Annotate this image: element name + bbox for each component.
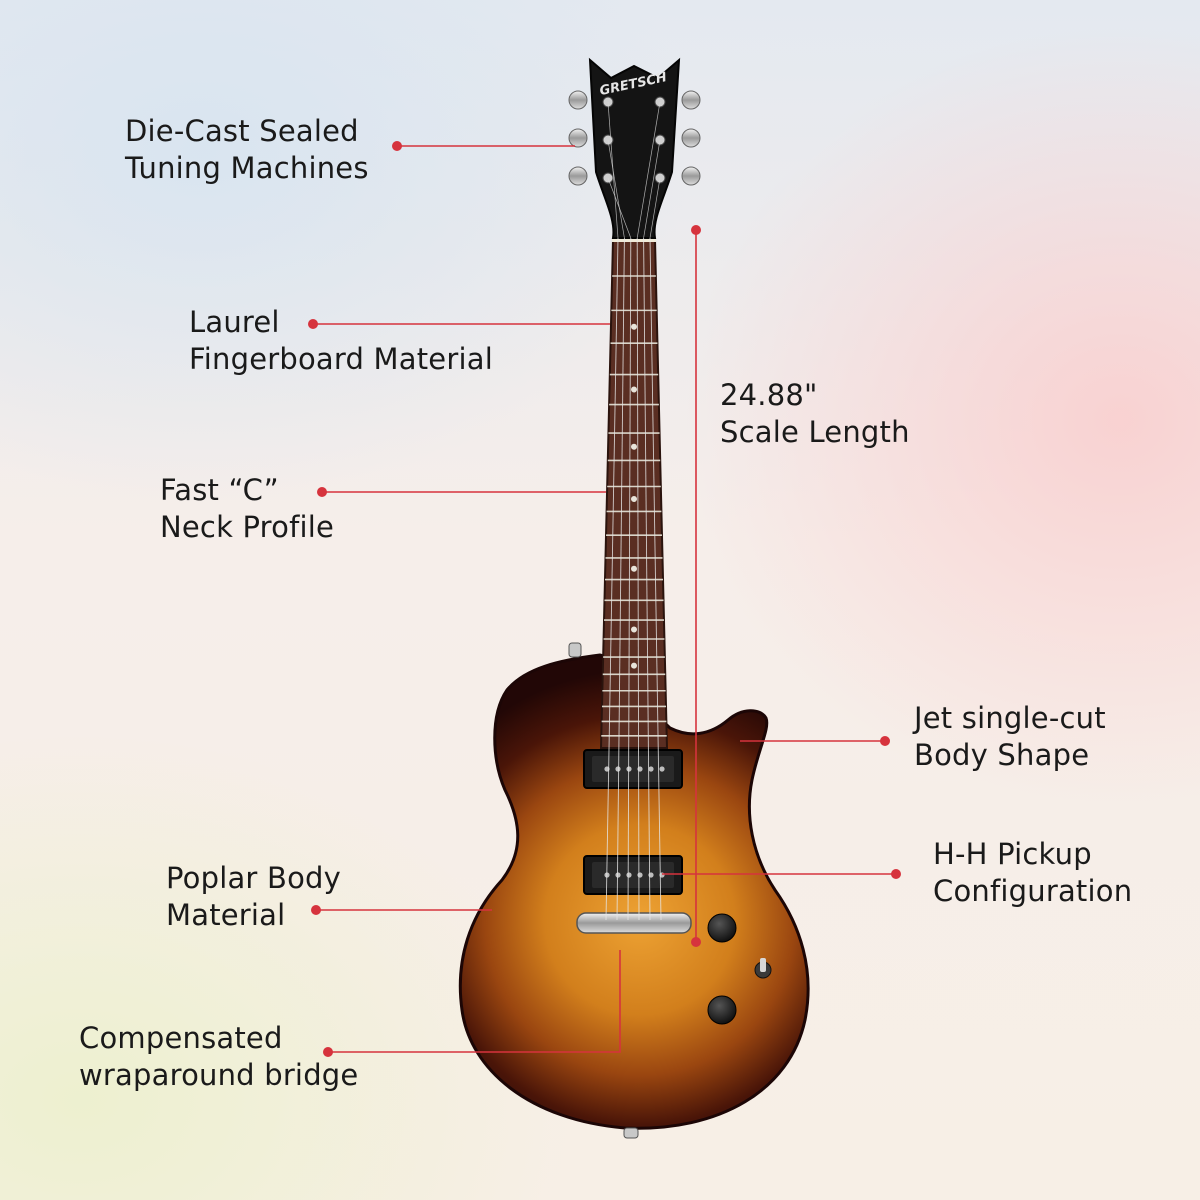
- tuner-button: [568, 166, 588, 186]
- tuner-button: [681, 166, 701, 186]
- string-headstock: [643, 139, 661, 239]
- callout-body-shape: Jet single-cut Body Shape: [914, 700, 1106, 774]
- callout-body-shape-line1: Jet single-cut: [914, 701, 1106, 735]
- fret-marker: [631, 443, 637, 450]
- pickup-selector-switch: [754, 958, 772, 979]
- string: [649, 237, 662, 921]
- callout-scale-line2: Scale Length: [720, 415, 910, 449]
- callout-pickups-line2: Configuration: [933, 874, 1133, 908]
- tuner-button: [568, 128, 588, 148]
- polepiece: [626, 872, 632, 878]
- string-headstock: [649, 177, 661, 239]
- leader-dot-scale-top: [691, 225, 701, 235]
- tuner-button: [681, 90, 701, 110]
- string: [616, 237, 625, 921]
- fret-marker: [631, 565, 637, 572]
- leader-bridge: [328, 950, 621, 1053]
- callout-leaders: [308, 141, 901, 1057]
- callout-bridge-line1: Compensated: [79, 1021, 283, 1055]
- strap-button-top: [568, 642, 582, 658]
- callout-scale-line1: 24.88": [720, 378, 818, 412]
- volume-knob: [707, 913, 737, 943]
- string: [643, 237, 651, 921]
- bridge-pickup: [583, 855, 683, 895]
- fret-marker: [631, 662, 637, 669]
- strings: [605, 101, 662, 921]
- callout-body-shape-line2: Body Shape: [914, 738, 1090, 772]
- callout-fingerboard: Laurel Fingerboard Material: [189, 304, 493, 378]
- leader-dot-bridge: [323, 1047, 333, 1057]
- string: [636, 237, 640, 921]
- callout-pickups: H-H Pickup Configuration: [933, 836, 1132, 910]
- string-headstock: [607, 139, 625, 239]
- callout-tuners-line2: Tuning Machines: [125, 151, 369, 185]
- fret-marker: [631, 495, 637, 502]
- fret-marker: [631, 626, 637, 633]
- callout-tuners-line1: Die-Cast Sealed: [125, 114, 359, 148]
- string-headstock: [636, 101, 661, 239]
- callout-bridge: Compensated wraparound bridge: [79, 1020, 358, 1094]
- leader-dot-scale-bottom: [691, 937, 701, 947]
- callout-body-material: Poplar Body Material: [166, 860, 341, 934]
- string: [605, 237, 619, 921]
- callout-body-material-line1: Poplar Body: [166, 861, 341, 895]
- neck-pickup: [583, 749, 683, 789]
- callout-neck-line1: Fast “C”: [160, 473, 279, 507]
- frets: [601, 275, 667, 737]
- callout-neck: Fast “C” Neck Profile: [160, 472, 334, 546]
- polepiece: [648, 766, 654, 772]
- pickup-polepieces: [604, 766, 665, 878]
- callout-neck-line2: Neck Profile: [160, 510, 335, 544]
- callout-pickups-line1: H-H Pickup: [933, 837, 1092, 871]
- polepiece: [637, 872, 643, 878]
- callout-fingerboard-line1: Laurel: [189, 305, 280, 339]
- strap-button-bottom: [623, 1127, 639, 1139]
- fret-marker: [631, 323, 637, 330]
- polepiece: [659, 766, 665, 772]
- polepiece: [615, 872, 621, 878]
- tone-knob: [707, 995, 737, 1025]
- tuner-button: [568, 90, 588, 110]
- leader-dot-body-material: [311, 905, 321, 915]
- string-headstock: [607, 177, 632, 239]
- callout-fingerboard-line2: Fingerboard Material: [189, 342, 493, 376]
- fret-markers: [631, 323, 637, 669]
- wraparound-bridge: [576, 912, 692, 934]
- callout-body-material-line2: Material: [166, 898, 286, 932]
- leader-dot-body-shape: [880, 736, 890, 746]
- leader-dot-pickups: [891, 869, 901, 879]
- fret-marker: [631, 386, 637, 393]
- string: [627, 237, 632, 921]
- leader-dot-fingerboard: [308, 319, 318, 329]
- leader-dot-neck: [317, 487, 327, 497]
- callout-tuners: Die-Cast Sealed Tuning Machines: [125, 113, 369, 187]
- leader-dot-tuners: [392, 141, 402, 151]
- callout-bridge-line2: wraparound bridge: [79, 1058, 359, 1092]
- callout-scale: 24.88" Scale Length: [720, 377, 910, 451]
- tuner-button: [681, 128, 701, 148]
- polepiece: [615, 766, 621, 772]
